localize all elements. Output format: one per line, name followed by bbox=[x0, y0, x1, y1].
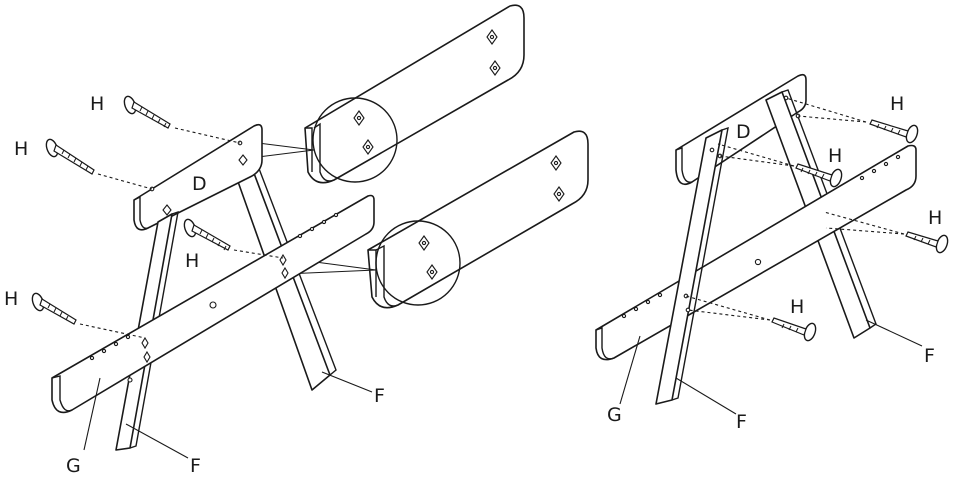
diamond-hole-icon bbox=[143, 350, 151, 364]
label-h: H bbox=[828, 145, 842, 167]
label-d: D bbox=[192, 173, 207, 195]
diamond-hole-icon bbox=[489, 60, 501, 76]
diamond-hole-icon bbox=[550, 155, 562, 171]
label-f: F bbox=[736, 411, 747, 433]
bolt-h-icon bbox=[123, 95, 241, 144]
bolt-h-icon bbox=[717, 143, 843, 188]
detail-board-top bbox=[304, 4, 525, 184]
diamond-hole-icon bbox=[238, 154, 248, 166]
right-assembly-view: H H H H D G F F bbox=[595, 73, 949, 433]
label-h: H bbox=[4, 288, 18, 310]
label-g: G bbox=[607, 404, 622, 426]
leg-f-front bbox=[655, 126, 729, 405]
bolt-h-icon bbox=[183, 218, 284, 259]
diamond-hole-icon bbox=[362, 139, 374, 155]
label-f: F bbox=[374, 385, 385, 407]
bolt-h-icon bbox=[45, 138, 153, 190]
diamond-hole-icon bbox=[281, 266, 289, 280]
bolt-h-icon bbox=[785, 97, 919, 144]
label-h: H bbox=[790, 296, 804, 318]
label-h: H bbox=[890, 93, 904, 115]
label-f: F bbox=[190, 455, 201, 477]
label-g: G bbox=[66, 455, 81, 477]
label-h: H bbox=[90, 93, 104, 115]
label-f: F bbox=[924, 345, 935, 367]
label-h: H bbox=[185, 250, 199, 272]
left-assembly-view: H H H H D G F F bbox=[4, 4, 589, 477]
bolt-h-icon bbox=[31, 292, 146, 339]
rail-g bbox=[51, 194, 375, 414]
diamond-hole-icon bbox=[426, 264, 438, 280]
diamond-hole-icon bbox=[141, 336, 149, 350]
bolt-h-icon bbox=[823, 211, 949, 254]
bolt-h-icon bbox=[685, 295, 817, 342]
detail-board-bottom bbox=[367, 130, 589, 309]
diamond-hole-icon bbox=[353, 110, 365, 126]
diamond-hole-icon bbox=[418, 235, 430, 251]
diamond-hole-icon bbox=[162, 204, 172, 216]
label-h: H bbox=[928, 207, 942, 229]
diamond-hole-icon bbox=[486, 29, 498, 45]
diamond-hole-icon bbox=[553, 186, 565, 202]
label-h: H bbox=[14, 138, 28, 160]
label-d: D bbox=[736, 121, 751, 143]
